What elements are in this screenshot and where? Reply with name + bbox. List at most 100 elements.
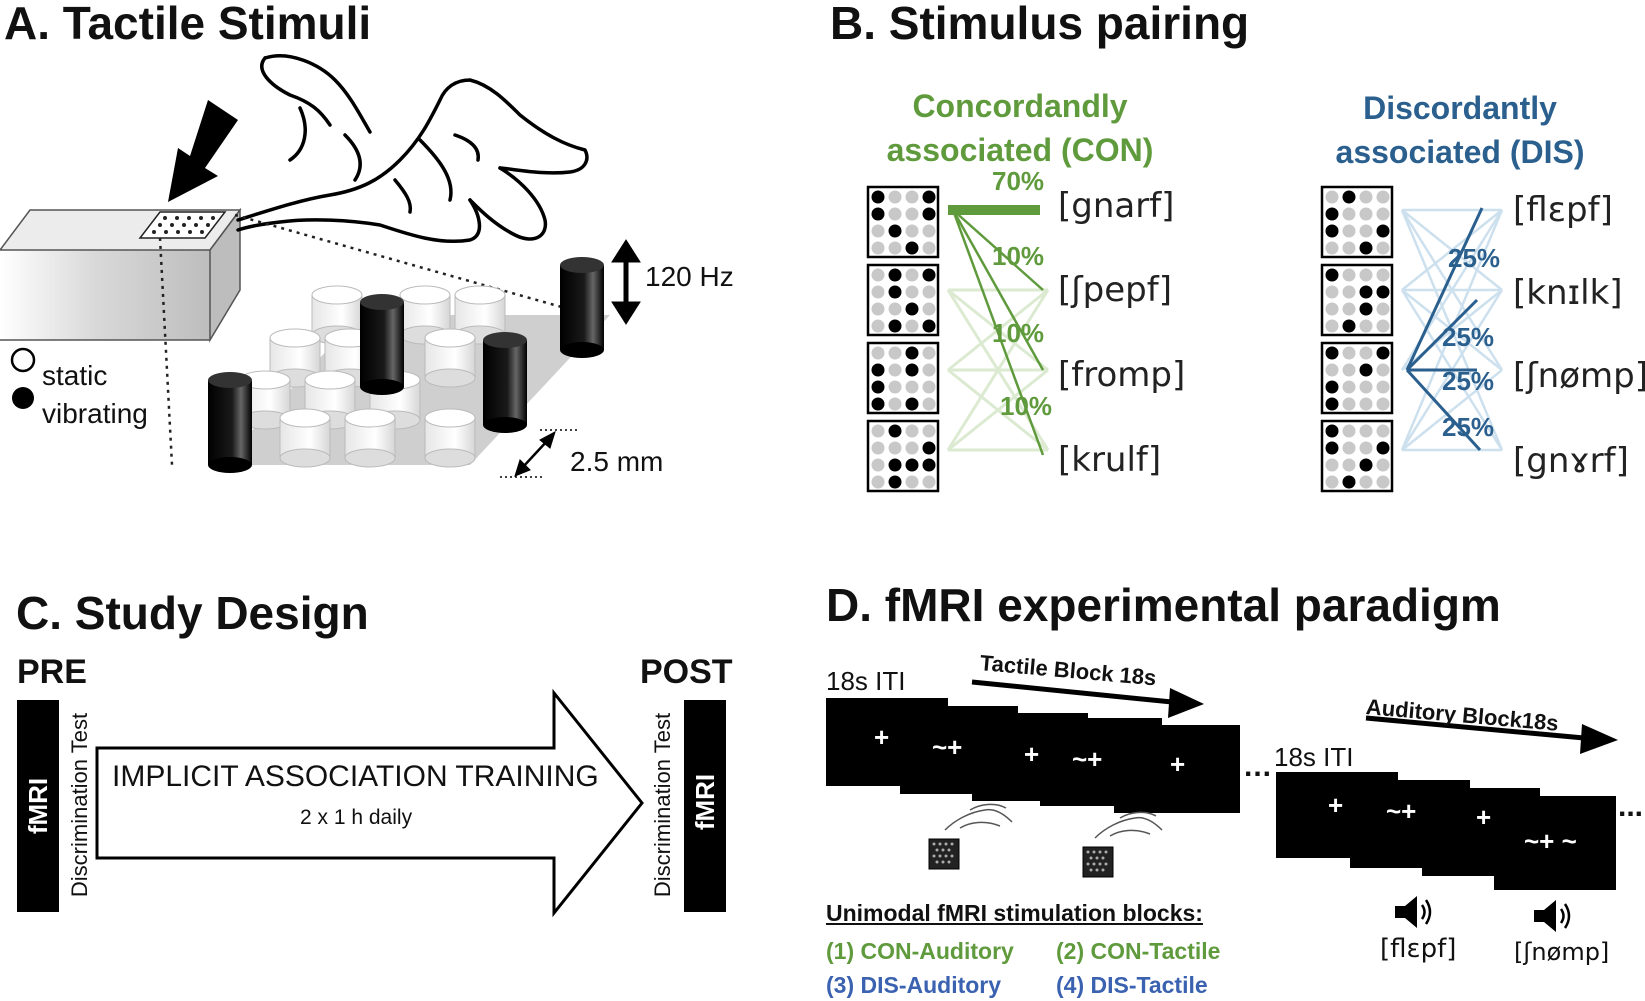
pin-dot — [905, 346, 919, 360]
pin-dot — [1359, 380, 1373, 394]
legend-item-2: (2) CON-Tactile — [1056, 938, 1221, 964]
con-pin-grids — [866, 185, 940, 493]
pin-dot — [888, 363, 902, 377]
training-label: IMPLICIT ASSOCIATION TRAINING — [112, 760, 599, 793]
pin-dot — [871, 241, 885, 255]
pin-dot — [1342, 363, 1356, 377]
pin-matrix-icon — [1082, 846, 1114, 878]
pin-dot — [905, 363, 919, 377]
con-percent-2: 10% — [992, 241, 1045, 271]
pin-dot — [922, 346, 936, 360]
pin-dot — [1376, 285, 1390, 299]
legend-vibrating-label: vibrating — [42, 398, 148, 429]
hand-icon — [236, 54, 589, 244]
post-fmri-label: fMRI — [690, 773, 720, 831]
con-heading-line2: associated (CON) — [886, 132, 1154, 168]
hand-icon — [944, 803, 1013, 831]
pin-dot — [871, 268, 885, 282]
dis-percent-3: 25% — [1442, 366, 1495, 396]
pin-dot — [1376, 224, 1390, 238]
down-arrow-icon — [168, 100, 238, 202]
pin-dot — [905, 268, 919, 282]
pin-dot — [888, 241, 902, 255]
pin-dot — [1342, 207, 1356, 221]
dis-word-3: [ʃnømp] — [1513, 356, 1645, 396]
pin-dot — [871, 363, 885, 377]
pin-dot — [888, 380, 902, 394]
pin-dot — [905, 475, 919, 489]
pre-fmri-label: fMRI — [23, 777, 53, 835]
pin-dot — [1376, 363, 1390, 377]
pin-dot — [905, 319, 919, 333]
auditory-block-arrow — [1365, 715, 1618, 754]
pin-dot — [888, 475, 902, 489]
auditory-screen-4: ~+ ~ — [1494, 796, 1616, 890]
pin-dot — [871, 424, 885, 438]
pin-dot — [1325, 319, 1339, 333]
pin-dot — [922, 268, 936, 282]
dis-percent-4: 25% — [1442, 412, 1495, 442]
iti-label-tactile: 18s ITI — [826, 666, 906, 696]
pin-dot — [1342, 241, 1356, 255]
pin-dot — [1359, 346, 1373, 360]
black-pins — [208, 257, 604, 473]
con-percent-1: 70% — [992, 166, 1045, 196]
pin-dot — [1376, 346, 1390, 360]
pin-dot — [1376, 302, 1390, 316]
con-word-1: [gnarf] — [1058, 186, 1175, 226]
pin-dot — [1342, 424, 1356, 438]
pin-dot — [1359, 302, 1373, 316]
audio-word-1: [flɛpf] — [1380, 934, 1457, 964]
tactile-screen-5: + — [1114, 725, 1240, 813]
pin-dot — [871, 397, 885, 411]
panel-d-title: D. fMRI experimental paradigm — [826, 579, 1501, 631]
speaker-icon — [1395, 896, 1432, 928]
pin-dot — [1325, 207, 1339, 221]
con-association-lines — [946, 205, 1050, 456]
pin-dot — [922, 424, 936, 438]
device-bar — [0, 207, 242, 343]
pin-dot — [905, 302, 919, 316]
pin-dot — [905, 441, 919, 455]
legend-heading: Unimodal fMRI stimulation blocks: — [826, 900, 1203, 926]
pin-dot — [871, 475, 885, 489]
pin-dot — [888, 319, 902, 333]
speaker-icon — [1534, 900, 1571, 932]
pin-dot — [1376, 475, 1390, 489]
pin-dot — [1342, 319, 1356, 333]
pin-dot — [1359, 224, 1373, 238]
pin-dot — [1376, 441, 1390, 455]
iti-label-auditory: 18s ITI — [1274, 742, 1354, 772]
dis-percent-2: 25% — [1442, 322, 1495, 352]
pin-dot — [888, 190, 902, 204]
dis-heading: Discordantly associated (DIS) — [1300, 86, 1620, 174]
pin-dot — [1342, 475, 1356, 489]
con-word-3: [fromp] — [1058, 355, 1186, 395]
pin-dot — [922, 380, 936, 394]
pin-dot — [1325, 346, 1339, 360]
dis-association-lines — [1400, 207, 1504, 452]
pin-dot — [922, 285, 936, 299]
pin-dot — [871, 302, 885, 316]
pin-dot — [1342, 302, 1356, 316]
auditory-ellipsis: ... — [1618, 790, 1644, 823]
hand-icon — [1094, 811, 1163, 839]
pin-dot — [1325, 241, 1339, 255]
pin-dot — [922, 207, 936, 221]
pin-dot — [1325, 285, 1339, 299]
pin-dot — [1359, 241, 1373, 255]
con-percent-3: 10% — [992, 318, 1045, 348]
pin-dot — [1376, 319, 1390, 333]
pin-dot — [905, 424, 919, 438]
pin-dot — [888, 207, 902, 221]
dis-word-4: [gnɤrf] — [1513, 441, 1629, 481]
spacing-marker — [500, 429, 580, 478]
pin-dot — [888, 397, 902, 411]
pin-dot — [1325, 475, 1339, 489]
static-legend-marker — [10, 347, 36, 373]
training-sub-label: 2 x 1 h daily — [300, 806, 413, 829]
tactile-device-illustration — [0, 54, 641, 478]
pin-dot — [871, 224, 885, 238]
pin-dot — [1325, 363, 1339, 377]
pin-dot — [1325, 441, 1339, 455]
